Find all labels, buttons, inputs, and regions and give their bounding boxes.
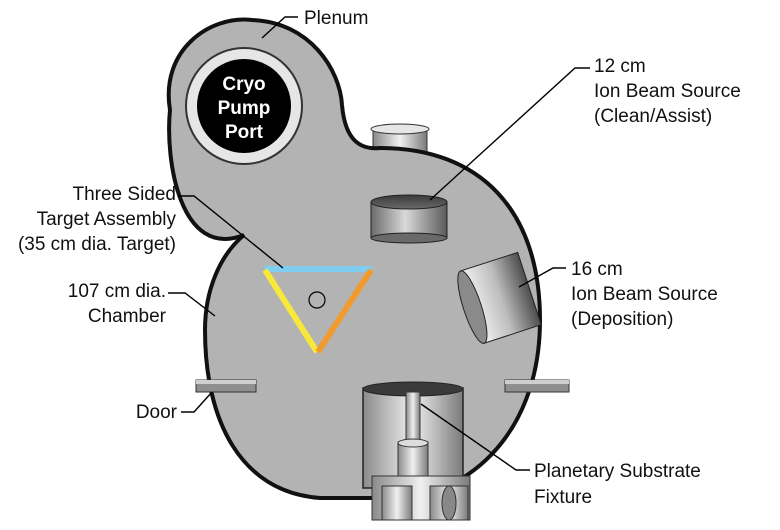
ion-source-16-label-2: Ion Beam Source [571,284,718,305]
ion-source-16cm [457,251,542,344]
cryo-label-2: Pump [218,98,271,119]
planetary-label-1: Planetary Substrate [534,461,701,482]
door-label: Door [136,402,178,423]
target-face-left [262,268,320,354]
leader-lines [168,16,590,471]
ion-source-12-label-1: 12 cm [594,56,646,77]
ion-source-16-label-1: 16 cm [571,259,623,280]
planetary-label-2: Fixture [534,487,592,508]
ion-source-16-label-3: (Deposition) [571,309,673,330]
chamber-label-1: 107 cm dia. [68,281,166,302]
annotations: Plenum 12 cm Ion Beam Source (Clean/Assi… [18,8,741,508]
cryo-label-3: Port [225,122,264,143]
ion-source-12cm [370,194,448,244]
chamber-label-2: Chamber [88,306,167,327]
planetary-fixture [362,381,471,521]
target-label-1: Three Sided [72,184,176,205]
target-axle [308,291,326,309]
door-brackets [195,379,570,393]
target-assembly [262,266,374,354]
target-face-right [315,268,374,354]
ion-source-12-label-2: Ion Beam Source [594,81,741,102]
plenum-label: Plenum [304,8,368,29]
ion-source-12-label-3: (Clean/Assist) [594,106,712,127]
target-label-3: (35 cm dia. Target) [18,234,176,255]
cryo-label-1: Cryo [222,74,265,95]
target-label-2: Target Assembly [37,209,177,230]
cryo-pump-port: Cryo Pump Port [185,47,303,165]
